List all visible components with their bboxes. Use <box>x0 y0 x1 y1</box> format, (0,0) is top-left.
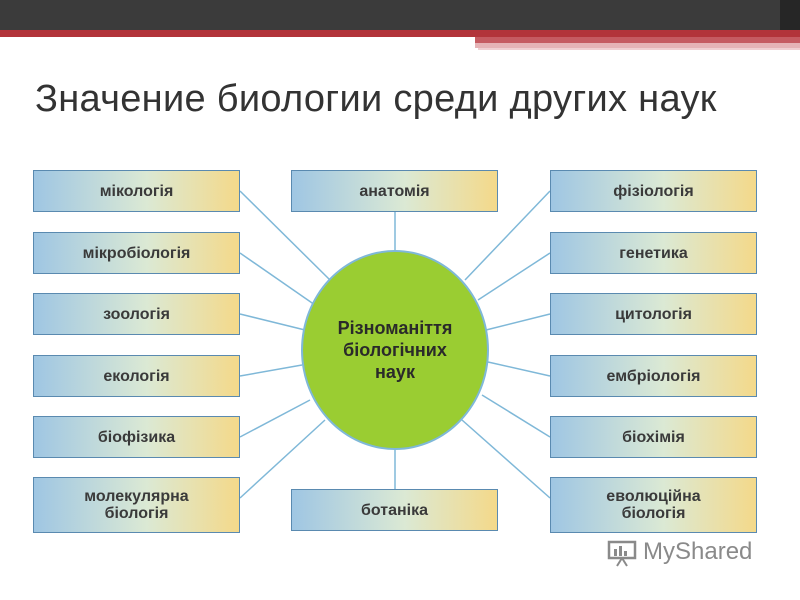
field-box-botany: ботаніка <box>291 489 498 531</box>
field-box-zoology: зоологія <box>33 293 240 335</box>
field-box-cytology: цитологія <box>550 293 757 335</box>
center-label: Різноманіття біологічних наук <box>337 318 453 382</box>
field-box-anatomy: анатомія <box>291 170 498 212</box>
slide-title: Значение биологии среди других наук <box>35 78 717 120</box>
banner-stripe <box>475 37 800 43</box>
center-node: Різноманіття біологічних наук <box>301 250 489 450</box>
top-banner <box>0 0 800 50</box>
banner-corner <box>780 0 800 30</box>
logo-text: MyShared <box>643 538 753 565</box>
field-box-mycology: мікологія <box>33 170 240 212</box>
banner-stripe <box>475 43 800 48</box>
presentation-icon <box>607 539 637 567</box>
banner-stripe <box>0 30 800 37</box>
field-box-molecular-biology: молекулярна біологія <box>33 477 240 533</box>
field-box-microbiology: мікробіологія <box>33 232 240 274</box>
field-box-evolutionary-biology: еволюційна біологія <box>550 477 757 533</box>
watermark-logo: MyShared <box>607 538 753 567</box>
field-box-physiology: фізіологія <box>550 170 757 212</box>
banner-stripe <box>478 48 800 50</box>
field-box-embryology: ембріологія <box>550 355 757 397</box>
field-box-biochemistry: біохімія <box>550 416 757 458</box>
field-box-ecology: екологія <box>33 355 240 397</box>
field-box-biophysics: біофізика <box>33 416 240 458</box>
field-box-genetics: генетика <box>550 232 757 274</box>
